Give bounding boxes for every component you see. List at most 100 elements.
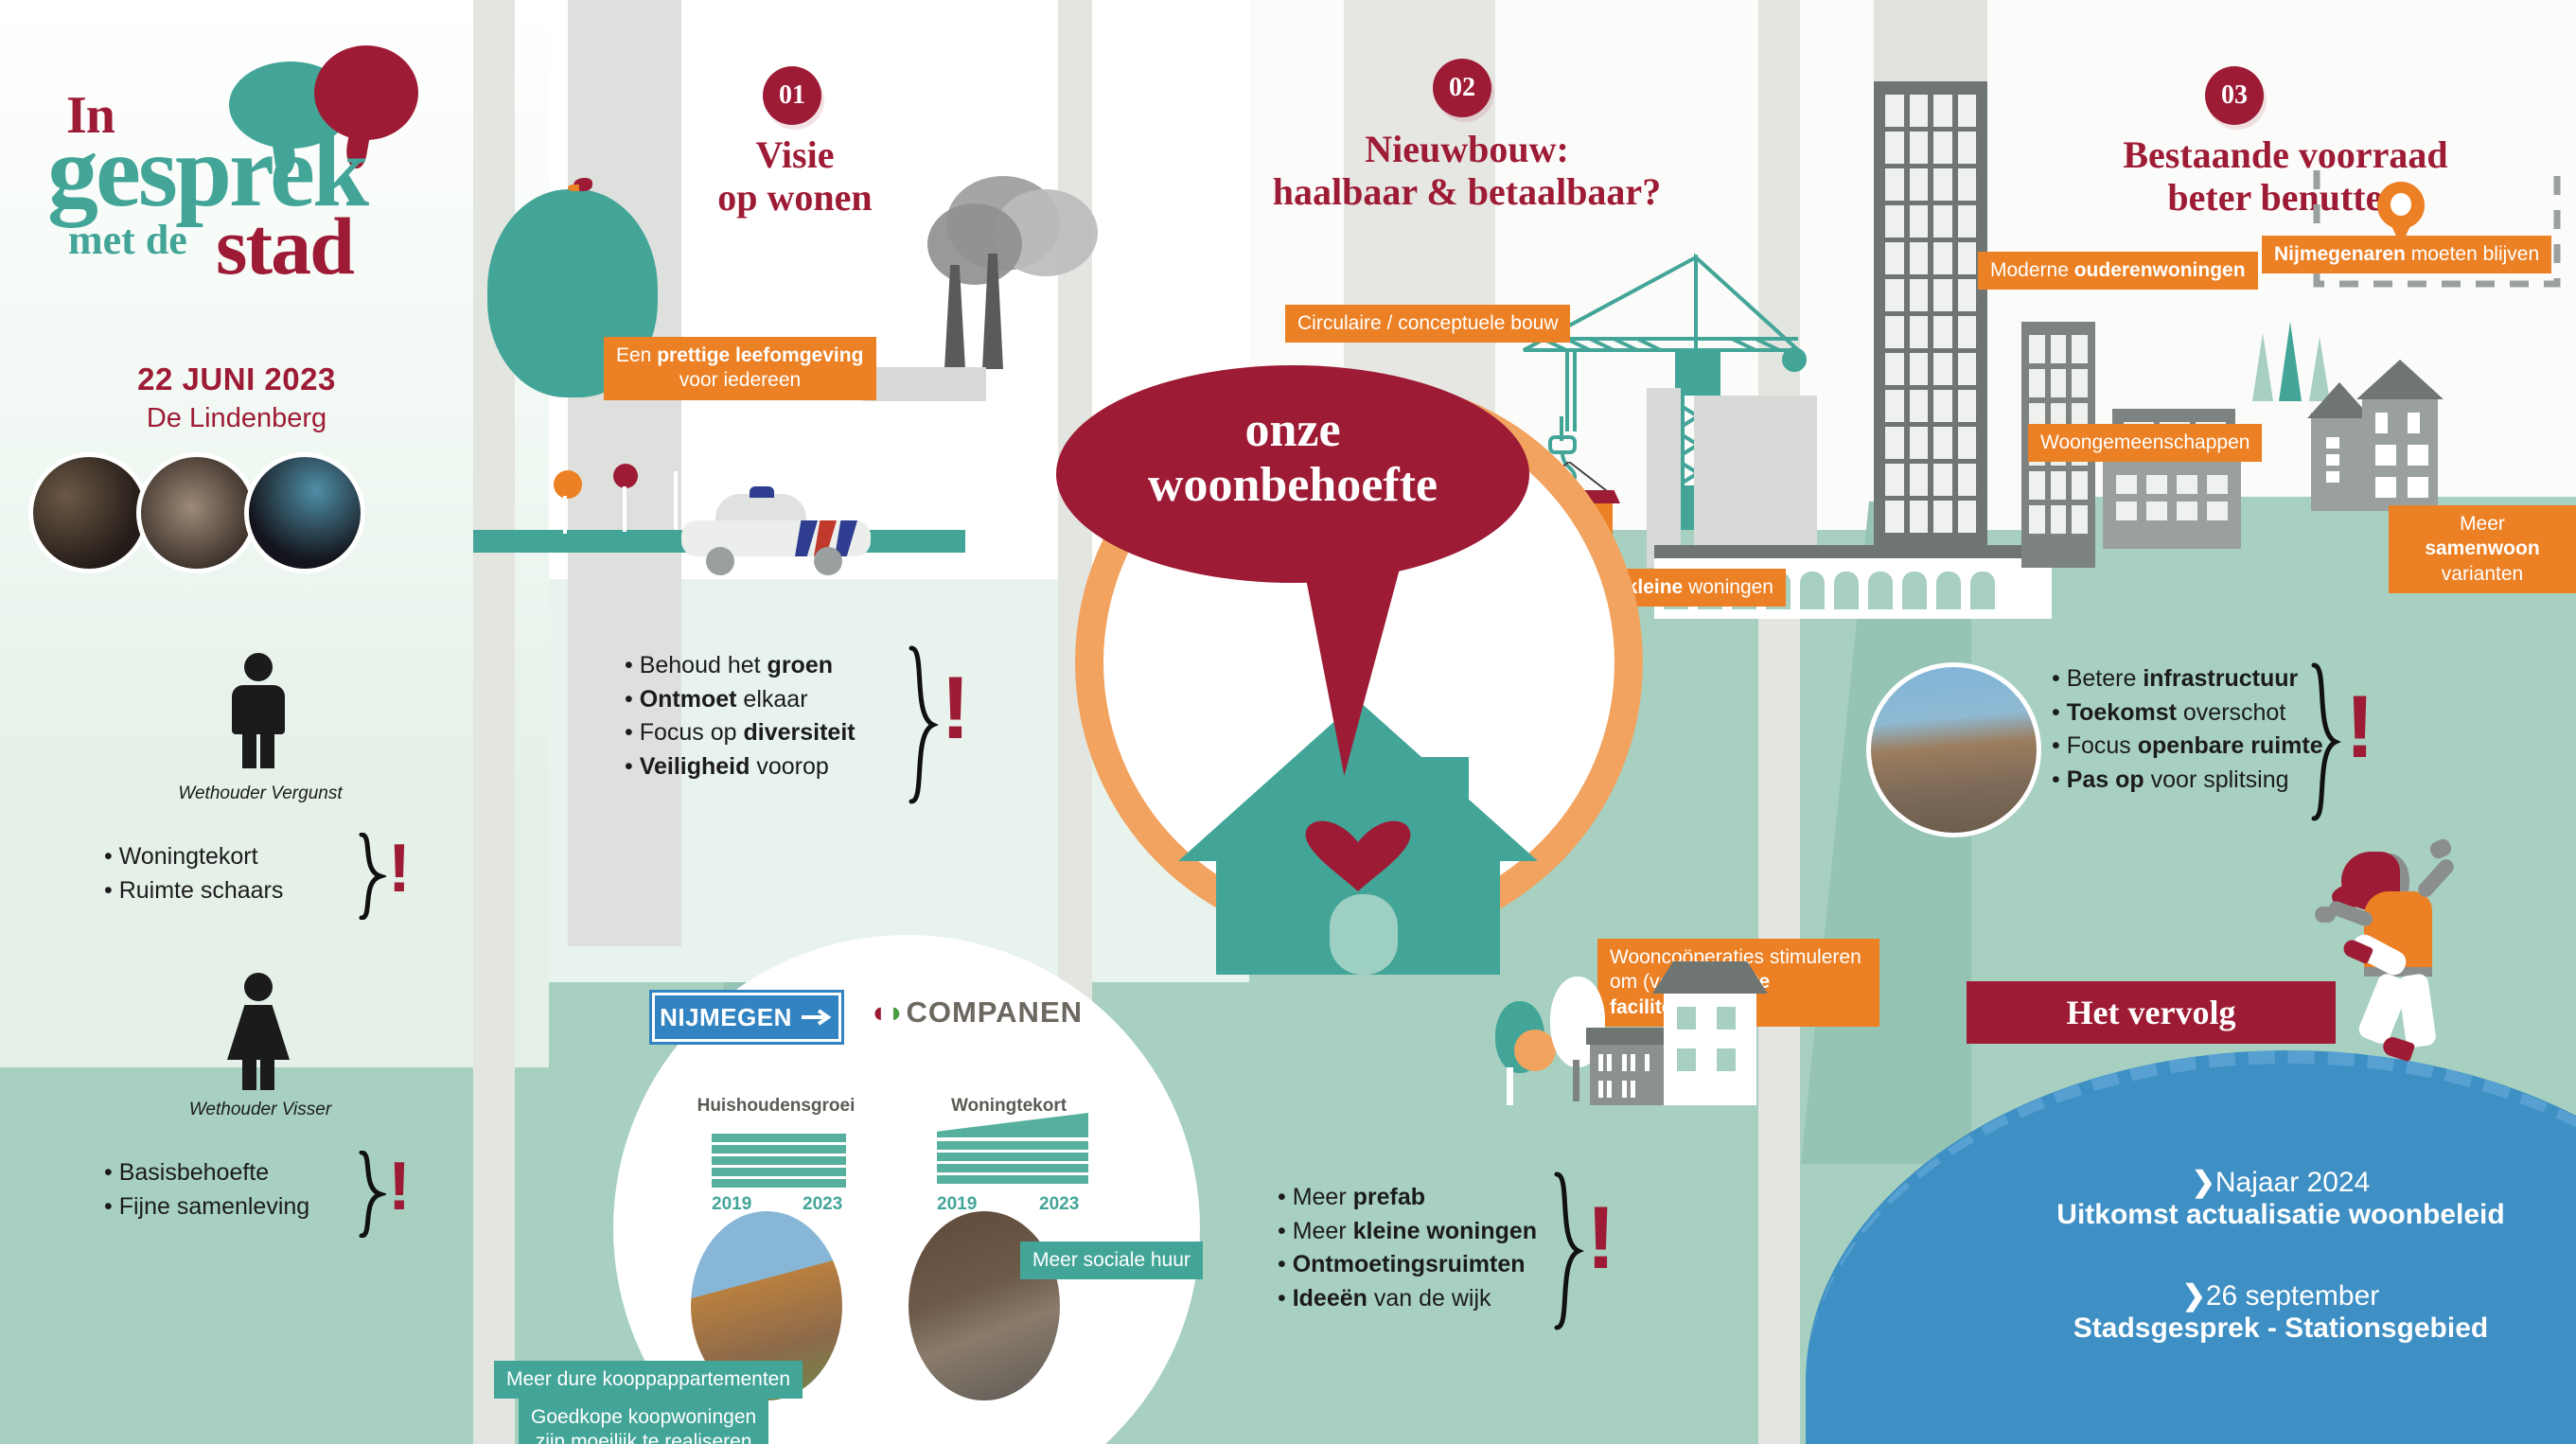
- nijmegen-logo: NIJMEGEN: [649, 990, 844, 1045]
- ghost-building: [1694, 396, 1817, 568]
- exclamation-icon-1: !: [388, 831, 411, 907]
- police-car-icon: [681, 486, 871, 575]
- event-date: 22 JUNI 2023: [137, 361, 336, 396]
- chart-1-plot: [712, 1134, 846, 1188]
- brace-left-1: [358, 832, 389, 925]
- bullet-item: • Veiligheid voorop: [625, 752, 829, 780]
- flower-stem: [563, 496, 567, 534]
- bullet-item: • Ideeën van de wijk: [1278, 1284, 1491, 1312]
- bullet-item: • Betere infrastructuur: [2052, 665, 2299, 692]
- column-3-tag-ouderenwoningen: Moderne ouderenwoningen: [1978, 252, 2258, 291]
- event-photo-participant: [136, 452, 257, 573]
- pictogram-man-icon: [216, 653, 301, 768]
- smoke-cloud-icon: [927, 203, 1022, 285]
- house-heart-icon: [1178, 700, 1538, 975]
- bullet-item: • Focus op diversiteit: [625, 719, 856, 746]
- chart-2-xtick-end: 2023: [1039, 1194, 1080, 1214]
- column-2-number: 02: [1433, 59, 1491, 117]
- logo-word-in: In: [66, 86, 115, 145]
- event-venue: De Lindenberg: [146, 403, 327, 433]
- column-1-tag-1: Een prettige leefomgeving voor iedereen: [604, 337, 876, 400]
- column-2-title: Nieuwbouw: haalbaar & betaalbaar?: [1272, 128, 1662, 213]
- brace-column-1: [907, 645, 940, 809]
- exclamation-icon-2: !: [388, 1149, 411, 1224]
- exclamation-icon-column-3: !: [2345, 677, 2375, 776]
- logo: [40, 38, 466, 284]
- bullet-item: • Fijne samenleving: [104, 1192, 310, 1220]
- person-2-bullets: • Basisbehoefte • Fijne samenleving: [104, 1156, 309, 1224]
- tree-orange-small-icon: [1514, 1030, 1556, 1071]
- bullet-item: • Ontmoetingsruimten: [1278, 1251, 1526, 1277]
- bullet-item: • Woningtekort: [104, 843, 258, 870]
- flower-orange-icon: [554, 470, 582, 499]
- bullet-item: • Focus openbare ruimte: [2052, 732, 2323, 759]
- arrow-right-icon: [801, 1009, 832, 1026]
- tree-trunk: [1573, 1060, 1579, 1101]
- bullet-item: • Ontmoet elkaar: [625, 685, 808, 713]
- logo-word-stad: stad: [216, 201, 355, 291]
- chart-tag-dure-koop: Meer dure kooppappartementen: [494, 1361, 803, 1400]
- background-left-bottom-band: [0, 1067, 549, 1444]
- ghost-chimney: [1647, 388, 1681, 568]
- gable-house-left: [2311, 413, 2368, 511]
- event-photo-stage: [244, 452, 365, 573]
- house-grey-icon: [1590, 1043, 1664, 1105]
- tree-trunk: [1507, 1067, 1513, 1105]
- low-building-icon: [2103, 462, 2241, 549]
- bullet-item: • Meer kleine woningen: [1278, 1217, 1538, 1244]
- column-divider-1: [473, 0, 515, 1444]
- speech-bubble-red-icon: [314, 45, 418, 140]
- chimney-icon: [944, 265, 965, 369]
- brace-left-2: [358, 1150, 389, 1242]
- gable-house-right: [2362, 396, 2438, 511]
- chart-1-xtick-end: 2023: [803, 1194, 843, 1214]
- chart-1-xtick-start: 2019: [712, 1194, 752, 1214]
- house-white-roof: [1652, 961, 1768, 994]
- followup-item-2: ❯26 september Stadsgesprek - Stationsgeb…: [2073, 1280, 2489, 1344]
- person-1-bullets: • Woningtekort • Ruimte schaars: [104, 840, 283, 907]
- column-3-tag-samenwoon: Meer samenwoon varianten: [2389, 505, 2576, 594]
- column-3-number: 03: [2205, 66, 2264, 125]
- house-grey-roof: [1586, 1028, 1667, 1045]
- chart-2-xtick-start: 2019: [937, 1194, 978, 1214]
- chart-2-title: Woningtekort: [950, 1096, 1067, 1116]
- jumping-person-icon: [2309, 833, 2498, 1079]
- bullet-item: • Meer prefab: [1278, 1184, 1426, 1210]
- chart-2-plot: [937, 1113, 1088, 1189]
- bullet-item: • Toekomst overschot: [2052, 698, 2286, 726]
- followup-heading: Het vervolg: [1967, 981, 2336, 1044]
- bird-icon: [568, 176, 596, 197]
- column-1-bullets: • Behoud het groen • Ontmoet elkaar • Fo…: [625, 649, 856, 784]
- logo-word-gesprek: gesprek: [47, 115, 369, 228]
- column-2-bullets: • Meer prefab • Meer kleine woningen • O…: [1278, 1181, 1537, 1315]
- house-white-icon: [1664, 990, 1756, 1105]
- person-2-caption: Wethouder Visser: [188, 1100, 332, 1119]
- city-photo-circle: [1866, 662, 2041, 837]
- logo-word-metde: met de: [68, 217, 187, 263]
- speech-bubble-text: onze woonbehoefte: [1147, 403, 1438, 513]
- speech-bubble: [1056, 365, 1529, 583]
- chart-tag-goedkope-koop: Goedkope koopwoningen zijn moeilijk te r…: [519, 1399, 769, 1444]
- column-1-title: Visie op wonen: [717, 133, 873, 219]
- column-divider-3: [1758, 0, 1800, 1444]
- pictogram-woman-icon: [216, 973, 301, 1090]
- exclamation-icon-column-2: !: [1586, 1188, 1616, 1287]
- photo-street-houses: [909, 1211, 1060, 1400]
- bullet-item: • Pas op voor splitsing: [2052, 766, 2289, 793]
- chart-tag-sociale-huur: Meer sociale huur: [1020, 1241, 1203, 1280]
- column-3-bullets: • Betere infrastructuur • Toekomst overs…: [2052, 662, 2323, 797]
- bullet-item: • Behoud het groen: [625, 652, 833, 678]
- bullet-item: • Ruimte schaars: [104, 876, 284, 904]
- column-3-title: Bestaande voorraad beter benutten: [2123, 133, 2448, 219]
- column-3-tag-woongemeenschappen: Woongemeenschappen: [2028, 424, 2263, 463]
- chevron-right-icon: ❯: [2191, 1167, 2215, 1198]
- followup-item-1: ❯Najaar 2024 Uitkomst actualisatie woonb…: [2056, 1167, 2505, 1230]
- chimney-icon: [982, 254, 1003, 369]
- chart-1-title: Huishoudensgroei: [697, 1096, 856, 1116]
- person-1-caption: Wethouder Vergunst: [178, 784, 343, 803]
- row-building-roof: [1654, 545, 2052, 558]
- bullet-item: • Basisbehoefte: [104, 1159, 270, 1186]
- column-1-number: 01: [763, 66, 821, 125]
- flower-stem-2: [623, 486, 626, 532]
